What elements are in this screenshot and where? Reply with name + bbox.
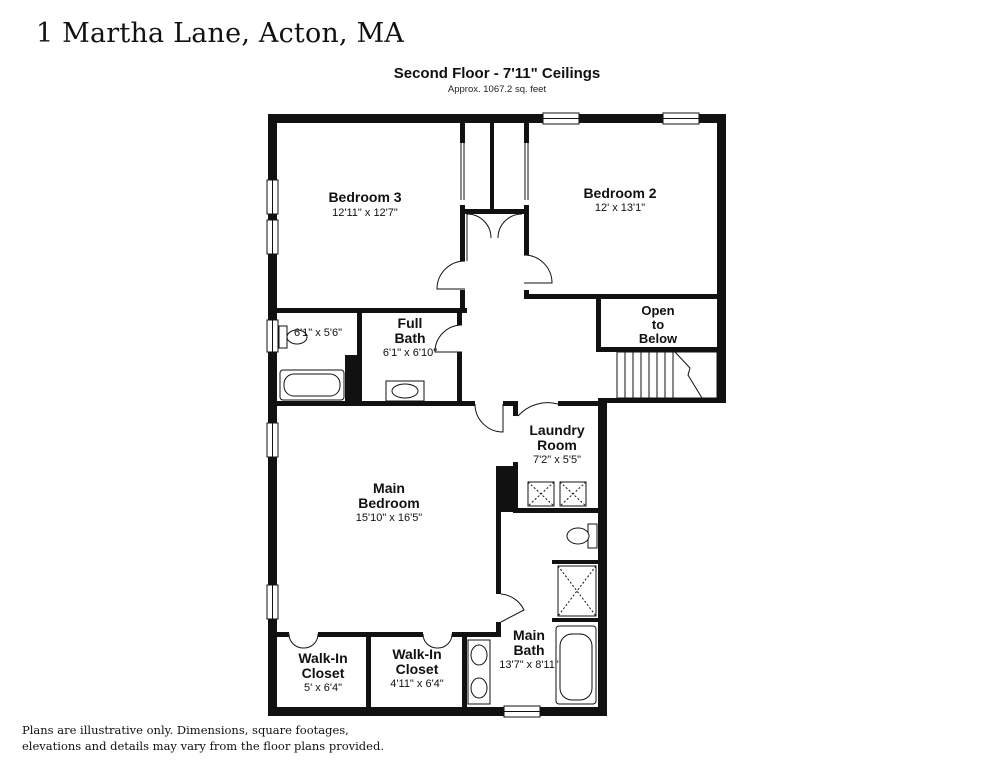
room-main-bath: Main Bath 13'7" x 8'11" [499, 627, 559, 671]
main-bath-dims: 13'7" x 8'11" [499, 659, 559, 671]
window-lines [272, 118, 699, 712]
main-bedroom-dims: 15'10" x 16'5" [356, 512, 423, 524]
bedroom-3-name: Bedroom 3 [328, 189, 401, 205]
open-label-1: Open [641, 303, 674, 318]
property-address: 1 Martha Lane, Acton, MA [36, 18, 405, 49]
fixtures [278, 325, 598, 705]
outer-walls [268, 114, 726, 716]
full-bath-dims: 6'1" x 6'10" [383, 347, 437, 359]
half-bath-dims: 6'1" x 5'6" [294, 327, 342, 339]
room-laundry: Laundry Room 7'2" x 5'5" [529, 422, 584, 466]
bedroom-3-dims: 12'11" x 12'7" [332, 207, 398, 219]
room-bedroom-2: Bedroom 2 12' x 13'1" [583, 185, 656, 214]
stairs [616, 351, 718, 399]
room-full-bath: Full Bath 6'1" x 6'10" [383, 315, 437, 359]
open-label-2: to [652, 317, 664, 332]
disclaimer: Plans are illustrative only. Dimensions,… [22, 723, 384, 753]
bedroom-2-name: Bedroom 2 [583, 185, 656, 201]
room-main-bedroom: Main Bedroom 15'10" x 16'5" [356, 480, 423, 524]
plan-title: Second Floor - 7'11" Ceilings [393, 65, 601, 82]
full-bath-name-1: Full [398, 315, 423, 331]
walkin-2-name-2: Closet [396, 661, 439, 677]
open-label-3: Below [639, 331, 678, 346]
walkin-2-name-1: Walk-In [392, 646, 441, 662]
main-bath-name-1: Main [513, 627, 545, 643]
main-bath-name-2: Bath [513, 642, 544, 658]
walkin-1-name-1: Walk-In [298, 650, 347, 666]
laundry-name-2: Room [537, 437, 577, 453]
main-bedroom-name-2: Bedroom [358, 495, 419, 511]
room-half-bath: 6'1" x 5'6" [294, 327, 342, 339]
interior-walls [277, 123, 726, 707]
room-walkin-closet-2: Walk-In Closet 4'11" x 6'4" [390, 646, 443, 690]
walkin-1-dims: 5' x 6'4" [304, 682, 342, 694]
main-bedroom-name-1: Main [373, 480, 405, 496]
bedroom-2-dims: 12' x 13'1" [595, 202, 645, 214]
laundry-dims: 7'2" x 5'5" [533, 454, 581, 466]
room-open-to-below: Open to Below [639, 303, 678, 346]
walkin-2-dims: 4'11" x 6'4" [390, 678, 443, 690]
laundry-name-1: Laundry [529, 422, 584, 438]
walkin-1-name-2: Closet [302, 665, 345, 681]
room-walkin-closet-1: Walk-In Closet 5' x 6'4" [298, 650, 347, 694]
room-bedroom-3: Bedroom 3 12'11" x 12'7" [328, 189, 401, 219]
doors [288, 130, 559, 649]
plan-subtitle: Approx. 1067.2 sq. feet [447, 84, 547, 95]
full-bath-name-2: Bath [394, 330, 425, 346]
